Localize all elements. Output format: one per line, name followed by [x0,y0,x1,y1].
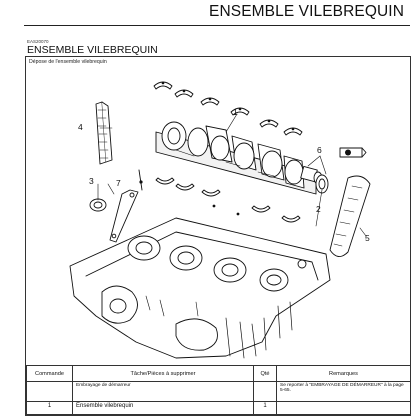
row-task: Embrayage de démarreur [72,381,254,402]
section-title: ENSEMBLE VILEBREQUIN [27,44,158,56]
callout-5: 5 [365,233,370,243]
page-header: ENSEMBLE VILEBREQUIN [0,0,416,34]
row-qty: 1 [253,401,277,415]
row-task: Ensemble vilebrequin [72,401,254,415]
guide-bolt [138,169,143,191]
crankshaft [155,121,323,195]
section-code: EAS20070 [27,39,49,44]
callout-4: 4 [78,122,83,132]
crankcase [69,217,331,359]
page-title: ENSEMBLE VILEBREQUIN [209,3,404,20]
header-task: Tâche/Pièces à supprimer [72,365,254,382]
tool-symbol [339,147,367,158]
callout-3: 3 [89,176,94,186]
table-row: Embrayage de démarreur Se reporter à "EM… [26,381,411,402]
oil-seal [89,198,107,212]
timing-chain-upper [95,101,113,165]
row-order [26,381,73,402]
header-order: Commande [26,365,73,382]
crankshaft-gear [315,174,329,194]
exploded-view-diagram [69,81,371,359]
cam-chain [329,175,371,257]
callout-1: 1 [233,107,238,117]
row-qty [253,381,277,402]
table-row: 1 Ensemble vilebrequin 1 [26,401,411,415]
lower-bearing-shells [155,177,301,223]
callout-6: 6 [317,145,322,155]
header-remarks: Remarques [276,365,411,382]
header-qty: Qté [253,365,277,382]
leader-lines [97,113,367,237]
header-rule [24,25,410,26]
row-order: 1 [26,401,73,415]
row-remarks [276,401,411,415]
chain-guide [109,189,139,243]
row-remarks: Se reporter à "EMBRAYAGE DE DÉMARREUR" à… [276,381,411,402]
upper-bearing-shells [153,81,303,136]
parts-table: Commande Tâche/Pièces à supprimer Qté Re… [26,365,411,415]
callout-7: 7 [116,178,121,188]
table-header-row: Commande Tâche/Pièces à supprimer Qté Re… [26,365,411,382]
callout-2: 2 [316,204,321,214]
figure-caption: Dépose de l'ensemble vilebrequin [29,59,107,65]
